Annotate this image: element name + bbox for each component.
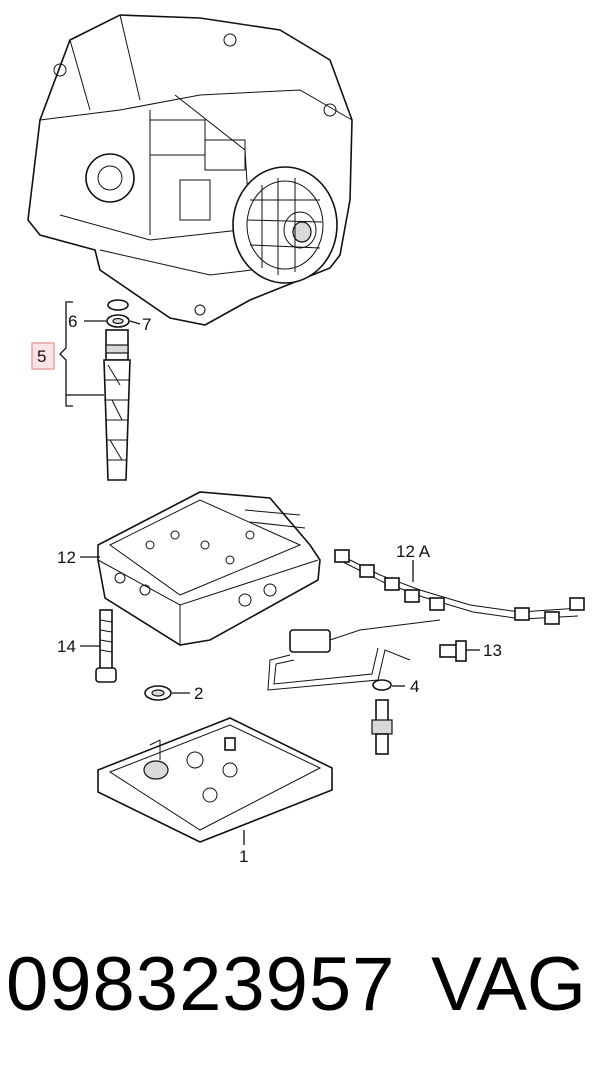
bolt-13	[439, 640, 467, 662]
valve-body	[97, 491, 321, 646]
exploded-parts-diagram: 5 6 7 12 12 A 14 13 2 4 1	[27, 14, 585, 866]
seal-2	[144, 685, 172, 701]
callout-12a: 12 A	[396, 542, 431, 561]
selector-valve-assembly	[103, 299, 131, 481]
callout-4: 4	[410, 677, 419, 696]
callout-12: 12	[57, 548, 76, 567]
transmission-housing	[27, 14, 353, 326]
leader-lines	[59, 301, 480, 845]
callout-14: 14	[57, 637, 76, 656]
callout-5: 5	[37, 347, 46, 366]
bolt-14	[95, 609, 117, 683]
brand-name: VAG	[431, 942, 586, 1027]
callout-6: 6	[68, 312, 77, 331]
callout-13: 13	[483, 641, 502, 660]
callout-7: 7	[142, 315, 151, 334]
callout-5-highlight	[31, 342, 55, 370]
sensor-4	[371, 679, 393, 755]
callout-2: 2	[194, 684, 203, 703]
callout-1: 1	[239, 847, 248, 866]
oil-pan	[97, 717, 333, 843]
callouts: 5 6 7 12 12 A 14 13 2 4 1	[31, 312, 502, 866]
part-caption: 098323957 VAG	[0, 930, 600, 1040]
wiring-harness	[267, 549, 585, 691]
part-number: 098323957	[6, 942, 396, 1027]
